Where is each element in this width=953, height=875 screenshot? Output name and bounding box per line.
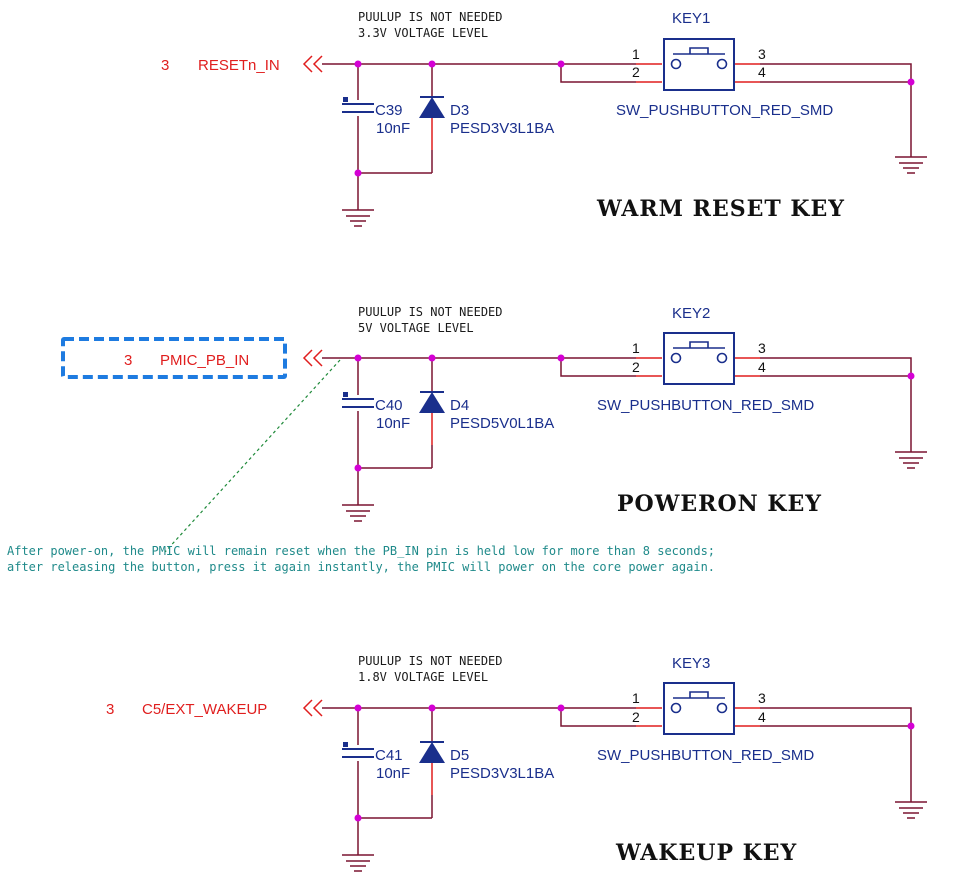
annotation-note: After power-on, the PMIC will remain res… [7, 544, 715, 574]
pin-1-label: 1 [632, 690, 640, 706]
diode-part-number: PESD3V3L1BA [450, 765, 554, 782]
pin-3-label: 3 [758, 46, 766, 62]
pushbutton-switch-icon[interactable] [663, 332, 735, 385]
pin-4-label: 4 [758, 359, 766, 375]
junction-dot [354, 704, 362, 712]
note-line-1: PUULUP IS NOT NEEDED [358, 654, 503, 668]
junction-dot [428, 60, 436, 68]
capacitor-icon[interactable] [342, 392, 374, 408]
junction-dot [354, 169, 362, 177]
cap-value: 10nF [376, 120, 410, 137]
ground-symbol-left [342, 504, 374, 522]
circuit-warm-reset: PUULUP IS NOT NEEDED 3.3V VOLTAGE LEVEL … [161, 10, 927, 227]
junction-dot [907, 722, 915, 730]
pushbutton-switch-icon[interactable] [663, 38, 735, 91]
pin-1-label: 1 [632, 46, 640, 62]
diode-ref: D4 [450, 397, 469, 414]
note-line-2: 5V VOLTAGE LEVEL [358, 321, 474, 335]
junction-dot [354, 814, 362, 822]
offpage-connector [302, 349, 323, 367]
ground-symbol-left [342, 209, 374, 227]
key-part-number: SW_PUSHBUTTON_RED_SMD [597, 397, 814, 414]
offpage-connector [302, 699, 323, 717]
net-wire-pin2 [560, 64, 636, 83]
cap-ref: C41 [375, 747, 403, 764]
net-label-ext-wakeup[interactable]: C5/EXT_WAKEUP [142, 701, 267, 718]
sheet-ref: 3 [124, 352, 132, 369]
circuit-poweron: PUULUP IS NOT NEEDED 5V VOLTAGE LEVEL 3 … [61, 305, 927, 553]
highlight-box [61, 337, 287, 379]
pin-1-label: 1 [632, 340, 640, 356]
tvs-diode-icon[interactable] [419, 391, 445, 413]
annotation-line-1: After power-on, the PMIC will remain res… [7, 544, 715, 558]
cap-ref: C39 [375, 102, 403, 119]
net-label-resetn-in[interactable]: RESETn_IN [198, 57, 280, 74]
junction-dot [557, 704, 565, 712]
key-ref: KEY2 [672, 305, 710, 322]
net-wire-pin2 [560, 358, 636, 377]
junction-dot [428, 704, 436, 712]
diode-ref: D5 [450, 747, 469, 764]
junction-dot [354, 354, 362, 362]
annotation-leader-line [164, 359, 341, 553]
sheet-ref: 3 [161, 57, 169, 74]
key-ref: KEY3 [672, 655, 710, 672]
key-part-number: SW_PUSHBUTTON_RED_SMD [597, 747, 814, 764]
pin-2-label: 2 [632, 359, 640, 375]
tvs-diode-icon[interactable] [419, 96, 445, 118]
junction-dot [354, 464, 362, 472]
note-line-2: 1.8V VOLTAGE LEVEL [358, 670, 488, 684]
ground-symbol-right [895, 446, 927, 469]
pin-2-label: 2 [632, 64, 640, 80]
key-part-number: SW_PUSHBUTTON_RED_SMD [616, 102, 833, 119]
diode-ref: D3 [450, 102, 469, 119]
pin-4-label: 4 [758, 64, 766, 80]
pushbutton-switch-icon[interactable] [663, 682, 735, 735]
note-line-2: 3.3V VOLTAGE LEVEL [358, 26, 488, 40]
net-wire-pin2 [560, 708, 636, 727]
pin-3-label: 3 [758, 690, 766, 706]
note-line-1: PUULUP IS NOT NEEDED [358, 305, 503, 319]
junction-dot [428, 354, 436, 362]
ground-symbol-right [895, 796, 927, 819]
circuit-wakeup: PUULUP IS NOT NEEDED 1.8V VOLTAGE LEVEL … [106, 654, 927, 872]
cap-value: 10nF [376, 765, 410, 782]
net-label-pmic-pb-in[interactable]: PMIC_PB_IN [160, 352, 249, 369]
note-line-1: PUULUP IS NOT NEEDED [358, 10, 503, 24]
cap-ref: C40 [375, 397, 403, 414]
junction-dot [557, 60, 565, 68]
junction-dot [354, 60, 362, 68]
junction-dot [557, 354, 565, 362]
ground-symbol-left [342, 854, 374, 872]
section-title: WAKEUP KEY [615, 840, 797, 866]
capacitor-icon[interactable] [342, 742, 374, 758]
section-title: POWERON KEY [617, 491, 822, 517]
pin-4-label: 4 [758, 709, 766, 725]
pin-2-label: 2 [632, 709, 640, 725]
diode-part-number: PESD5V0L1BA [450, 415, 554, 432]
offpage-connector [302, 55, 323, 73]
section-title: WARM RESET KEY [596, 196, 845, 222]
ground-symbol-right [895, 150, 927, 174]
net-wire-right [760, 707, 912, 796]
sheet-ref: 3 [106, 701, 114, 718]
net-wire-right [760, 357, 912, 446]
key-ref: KEY1 [672, 10, 710, 27]
capacitor-icon[interactable] [342, 97, 374, 113]
pin-3-label: 3 [758, 340, 766, 356]
junction-dot [907, 372, 915, 380]
diode-part-number: PESD3V3L1BA [450, 120, 554, 137]
annotation-line-2: after releasing the button, press it aga… [7, 560, 715, 574]
tvs-diode-icon[interactable] [419, 741, 445, 763]
junction-dot [907, 78, 915, 86]
net-wire-right [760, 63, 912, 150]
cap-value: 10nF [376, 415, 410, 432]
